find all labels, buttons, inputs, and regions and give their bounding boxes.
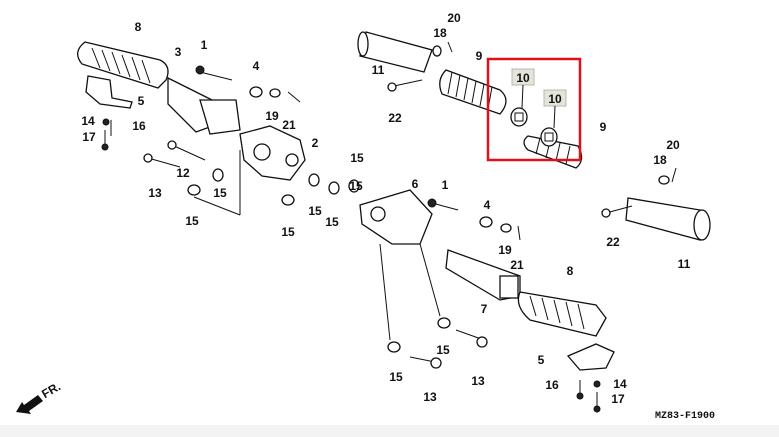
callout: 15 — [185, 214, 199, 228]
callout: 15 — [308, 204, 322, 218]
callout: 14 — [81, 114, 95, 128]
callout: 9 — [600, 120, 607, 134]
callout: 7 — [481, 302, 488, 316]
callout: 15 — [281, 225, 295, 239]
callout: 13 — [148, 186, 162, 200]
right-holder — [445, 249, 521, 301]
left-small-parts — [101, 65, 301, 168]
bottom-strip — [0, 425, 779, 437]
callout: 6 — [412, 177, 419, 191]
callout: 8 — [135, 20, 142, 34]
right-step — [359, 189, 441, 341]
callout: 15 — [436, 343, 450, 357]
front-label: FR. — [39, 379, 63, 401]
callout: 4 — [484, 198, 491, 212]
callout: 9 — [476, 49, 483, 63]
callout: 19 — [498, 243, 512, 257]
callout: 19 — [265, 109, 279, 123]
top-rubber — [439, 69, 507, 115]
callout: 18 — [653, 153, 667, 167]
callout: 21 — [282, 118, 296, 132]
callouts: 8 3 1 4 5 14 16 17 19 21 2 12 13 15 15 1… — [81, 11, 690, 406]
callout: 20 — [666, 138, 680, 152]
diagram-code: MZ83-F1900 — [655, 411, 715, 422]
callout: 15 — [389, 370, 403, 384]
callout: 16 — [132, 119, 146, 133]
callout: 20 — [447, 11, 461, 25]
right-footpeg-rubber — [517, 291, 607, 337]
callout: 11 — [372, 63, 385, 77]
callout: 22 — [388, 111, 402, 125]
left-bracket — [85, 75, 133, 109]
highlight-box — [486, 57, 582, 162]
callout: 13 — [471, 374, 485, 388]
front-arrow-icon — [16, 395, 43, 414]
callout: 15 — [325, 215, 339, 229]
callout: 4 — [253, 59, 260, 73]
right-small-parts — [409, 198, 601, 413]
callout: 15 — [350, 151, 364, 165]
top-shaft — [357, 31, 453, 92]
callout: 13 — [423, 390, 437, 404]
callout: 11 — [678, 257, 691, 271]
callout: 16 — [545, 378, 559, 392]
left-holder — [167, 76, 241, 135]
callout: 12 — [176, 166, 190, 180]
callout: 1 — [201, 38, 208, 52]
callout: 22 — [606, 235, 620, 249]
left-step — [239, 125, 306, 181]
callout: 2 — [312, 136, 319, 150]
callout: 15 — [349, 179, 363, 193]
left-footpeg-rubber — [77, 41, 169, 89]
right-bracket — [566, 343, 615, 371]
callout: 8 — [567, 264, 574, 278]
callout: 15 — [213, 186, 227, 200]
callout: 17 — [82, 130, 96, 144]
callout: 14 — [613, 377, 627, 391]
callout: 1 — [442, 178, 449, 192]
callout: 5 — [538, 353, 545, 367]
callout: 3 — [175, 45, 182, 59]
callout: 10 — [548, 92, 562, 106]
right-shaft — [601, 167, 711, 241]
callout: 10 — [516, 71, 530, 85]
callout: 18 — [433, 26, 447, 40]
callout: 17 — [611, 392, 625, 406]
washers-15 — [187, 150, 451, 353]
callout: 21 — [510, 258, 524, 272]
callout: 5 — [138, 94, 145, 108]
